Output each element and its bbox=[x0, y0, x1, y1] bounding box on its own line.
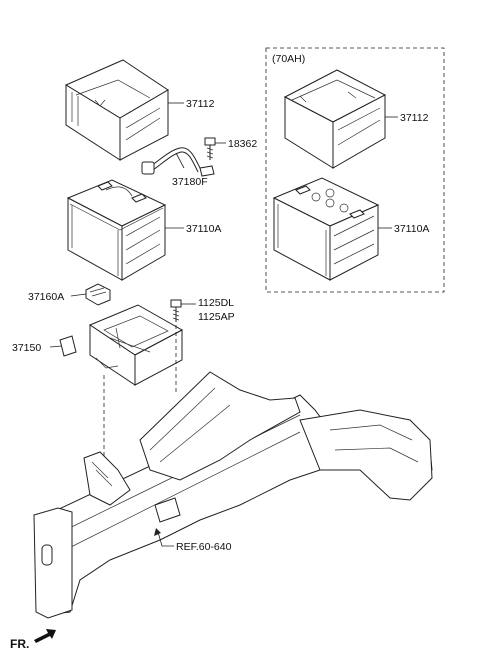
bolt-1125-icon bbox=[170, 299, 182, 322]
variant-box-70ah bbox=[265, 47, 445, 293]
front-arrow-icon bbox=[34, 629, 56, 643]
label-bolt-1125ap: 1125AP bbox=[198, 311, 235, 323]
body-frame bbox=[33, 371, 433, 619]
battery-70ah bbox=[272, 177, 380, 281]
label-bolt-18362: 18362 bbox=[228, 138, 257, 150]
leader-ref bbox=[157, 531, 174, 547]
leader-cable bbox=[175, 152, 185, 169]
label-battery-main: 37110A bbox=[186, 223, 221, 235]
bolt-18362-icon bbox=[204, 137, 216, 160]
battery-bracket bbox=[85, 283, 111, 306]
battery-main bbox=[66, 179, 167, 281]
leader-base-tray bbox=[49, 345, 63, 348]
ref-arrow-icon bbox=[154, 528, 161, 536]
label-base-tray: 37150 bbox=[12, 342, 41, 354]
battery-tray-70ah bbox=[283, 69, 387, 169]
leader-bracket bbox=[70, 293, 87, 297]
variant-box-label: (70AH) bbox=[272, 53, 305, 65]
label-battery-70ah: 37110A bbox=[394, 223, 429, 235]
orientation-label: FR. bbox=[10, 637, 29, 651]
label-tray-70ah: 37112 bbox=[400, 112, 429, 124]
label-cable: 37180F bbox=[172, 176, 208, 188]
label-ref: REF.60-640 bbox=[176, 541, 232, 553]
label-tray-main: 37112 bbox=[186, 98, 215, 110]
battery-tray-main bbox=[64, 59, 169, 161]
label-bracket: 37160A bbox=[28, 291, 64, 303]
battery-cable bbox=[141, 147, 215, 177]
label-bolt-1125dl: 1125DL bbox=[198, 297, 234, 309]
battery-base-tray bbox=[59, 304, 184, 386]
